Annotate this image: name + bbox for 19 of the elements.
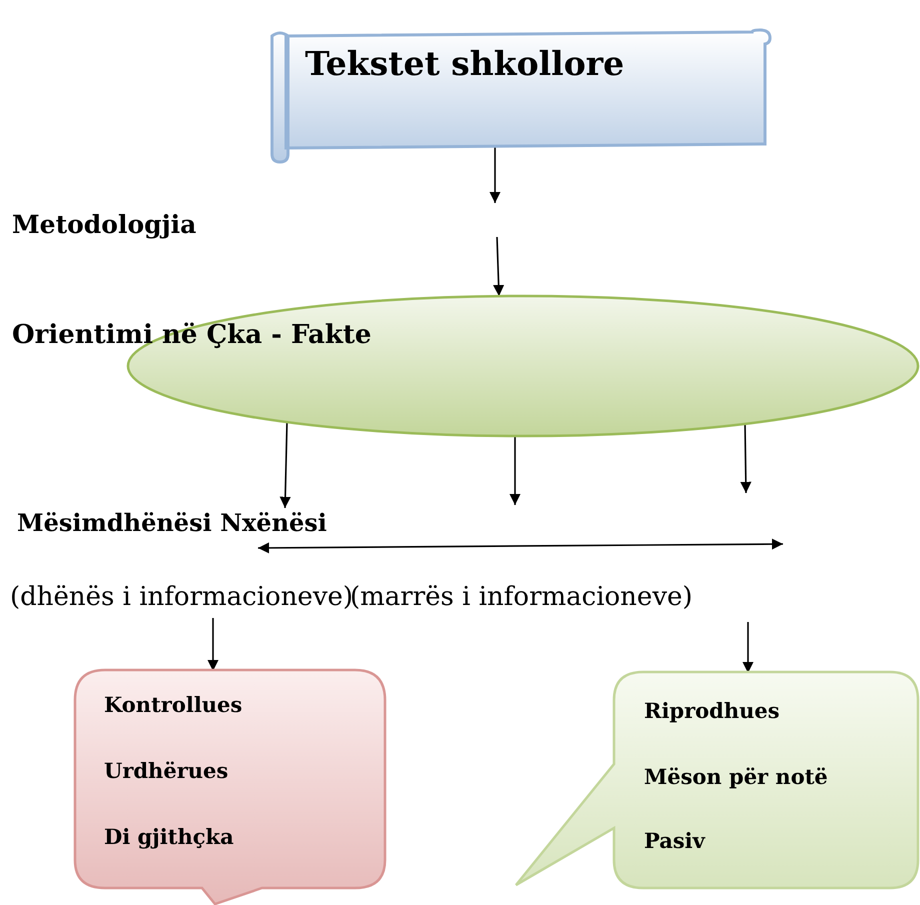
arrow	[280, 422, 291, 508]
scroll-banner	[268, 28, 774, 164]
arrow	[742, 622, 754, 673]
section-label: Metodologjia	[12, 210, 196, 239]
banner-title: Tekstet shkollore	[305, 44, 624, 83]
arrow	[493, 236, 504, 296]
trait-label: Di gjithçka	[104, 824, 234, 849]
arrow	[489, 146, 501, 203]
trait-label: Urdhërues	[104, 758, 228, 783]
trait-label: Kontrollues	[104, 692, 242, 717]
arrow	[258, 538, 783, 554]
trait-label: Pasiv	[644, 828, 705, 853]
arrow	[740, 424, 752, 494]
section-label: Mësimdhënësi Nxënësi	[17, 508, 327, 537]
trait-label: Mëson për notë	[644, 764, 828, 789]
trait-label: Riprodhues	[644, 698, 780, 723]
ellipse-label: Orientimi në Çka - Fakte	[12, 320, 372, 350]
arrow	[207, 618, 219, 671]
arrow	[509, 436, 521, 505]
